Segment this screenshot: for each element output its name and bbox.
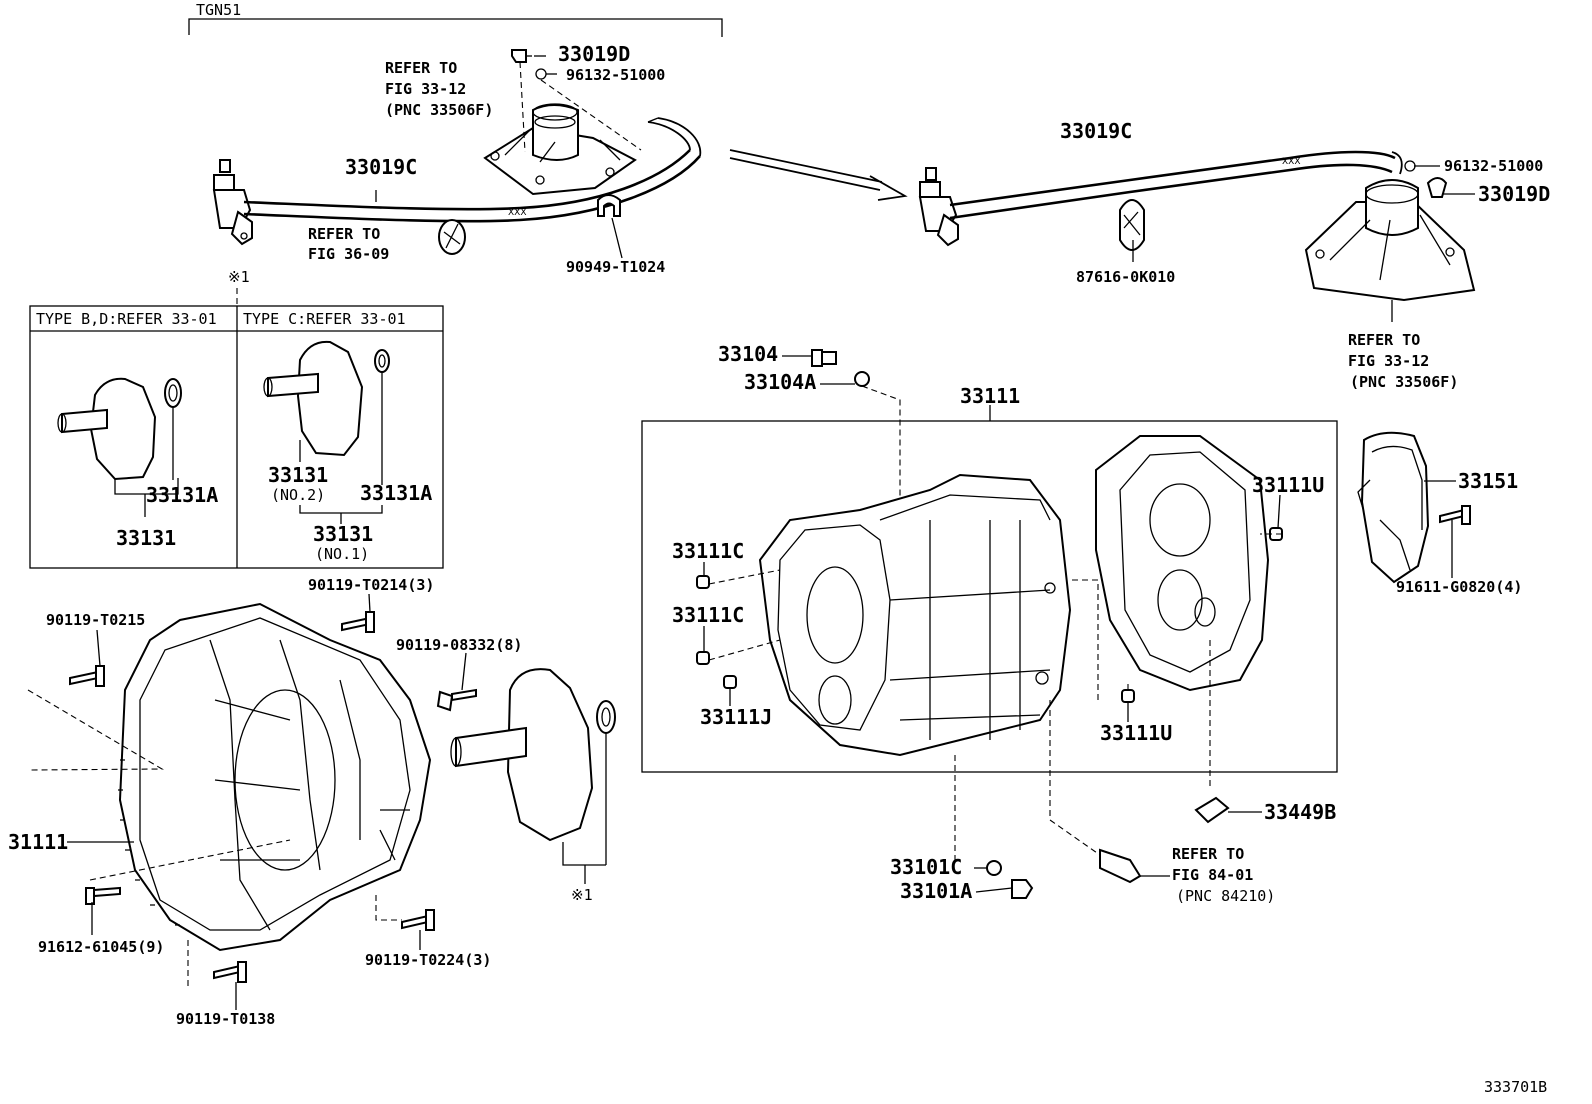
part-90119-T0224: 90119-T0224(3) (365, 951, 491, 969)
part-33019C-right: 33019C (1060, 119, 1132, 143)
type-box-b-d-title: TYPE B,D:REFER 33-01 (36, 310, 217, 328)
part-33111C-2: 33111C (672, 603, 744, 627)
ref-left-33-12-l2: FIG 33-12 (385, 80, 466, 98)
ref-84-01-l3: (PNC 84210) (1176, 887, 1275, 905)
part-33131-c: 33131 (268, 463, 328, 487)
part-90119-T0214: 90119-T0214(3) (308, 576, 434, 594)
part-96132-left: 96132-51000 (566, 66, 665, 84)
type-box-group (29, 288, 444, 569)
part-33111U-top: 33111U (1252, 473, 1324, 497)
part-33019C-left: 33019C (345, 155, 417, 179)
part-31111: 31111 (8, 830, 68, 854)
cover-33151-group (1357, 431, 1471, 584)
part-33111J: 33111J (700, 705, 772, 729)
part-90119-08332: 90119-08332(8) (396, 636, 522, 654)
ref-36-09-l1: REFER TO (308, 225, 380, 243)
left-slave-cylinder-group: XXX (212, 49, 702, 259)
variant-bracket: TGN51 (188, 1, 723, 37)
arrow-to-right (729, 149, 908, 201)
part-90119-T0215: 90119-T0215 (46, 611, 145, 629)
part-33131A-c: 33131A (360, 481, 432, 505)
part-33131A-b: 33131A (146, 483, 218, 507)
part-33151: 33151 (1458, 469, 1518, 493)
part-33111C-1: 33111C (672, 539, 744, 563)
part-33019D-right: 33019D (1478, 182, 1550, 206)
part-87616-0K010: 87616-0K010 (1076, 268, 1175, 286)
part-33101A: 33101A (900, 879, 972, 903)
footer-code: 333701B (1484, 1078, 1547, 1096)
part-33104A: 33104A (744, 370, 816, 394)
part-91612-61045: 91612-61045(9) (38, 938, 164, 956)
ref-marker-top: ※1 (228, 268, 250, 286)
part-33131-b: 33131 (116, 526, 176, 550)
svg-text:XXX: XXX (508, 208, 527, 218)
part-91611-G0820: 91611-G0820(4) (1396, 578, 1522, 596)
svg-text:XXX: XXX (1282, 157, 1301, 167)
bell-housing-group (27, 593, 477, 1010)
ref-84-01-l1: REFER TO (1172, 845, 1244, 863)
part-90119-T0138: 90119-T0138 (176, 1010, 275, 1028)
ref-left-33-12-l1: REFER TO (385, 59, 457, 77)
label-no2: (NO.2) (271, 486, 325, 504)
part-33111: 33111 (960, 384, 1020, 408)
label-no1: (NO.1) (315, 545, 369, 563)
ref-right-33-12-l3: (PNC 33506F) (1350, 373, 1458, 391)
part-33019D-left: 33019D (558, 42, 630, 66)
ref-36-09-l2: FIG 36-09 (308, 245, 389, 263)
transmission-case-group (641, 349, 1338, 899)
part-33111U-bottom: 33111U (1100, 721, 1172, 745)
ref-right-33-12-l2: FIG 33-12 (1348, 352, 1429, 370)
part-33101C: 33101C (890, 855, 962, 879)
type-box-c-title: TYPE C:REFER 33-01 (243, 310, 406, 328)
ref-left-33-12-l3: (PNC 33506F) (385, 101, 493, 119)
part-33449B: 33449B (1264, 800, 1336, 824)
part-33131-c-total: 33131 (313, 522, 373, 546)
front-bearing-retainer-group (450, 668, 616, 884)
part-90949-T1024: 90949-T1024 (566, 258, 665, 276)
part-33104: 33104 (718, 342, 778, 366)
ref-84-01-l2: FIG 84-01 (1172, 866, 1253, 884)
ref-right-33-12-l1: REFER TO (1348, 331, 1420, 349)
variant-label: TGN51 (196, 1, 241, 19)
right-slave-cylinder-group: XXX (918, 150, 1476, 322)
part-96132-right: 96132-51000 (1444, 157, 1543, 175)
ref-marker-bottom: ※1 (571, 886, 593, 904)
